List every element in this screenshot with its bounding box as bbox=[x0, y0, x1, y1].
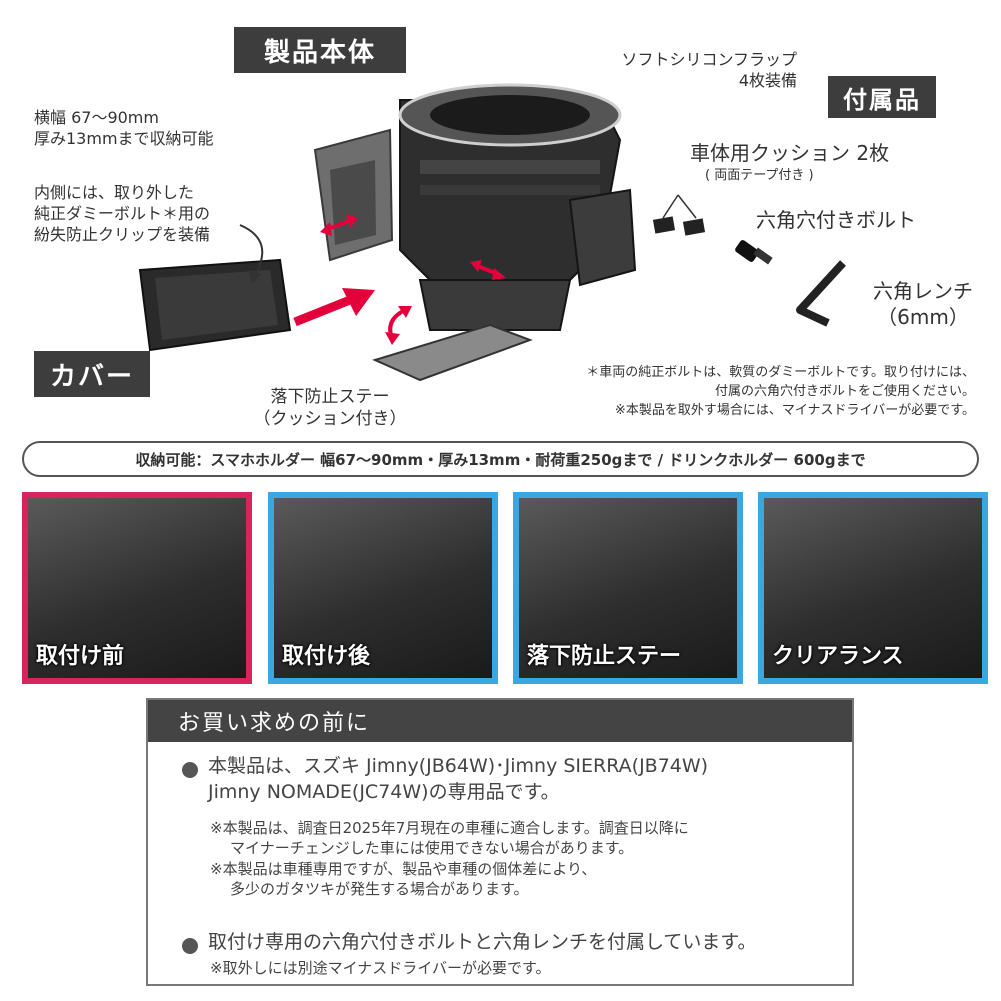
clip-note-line3: 紛失防止クリップを装備 bbox=[34, 224, 211, 244]
bolt-title: 六角穴付きボルト bbox=[756, 208, 916, 232]
photo-fall-stay: 落下防止ステー bbox=[513, 492, 743, 684]
photo-scene bbox=[28, 498, 246, 678]
notice-bullet1-line2: Jimny NOMADE(JC74W)の専用品です。 bbox=[208, 780, 560, 803]
stay-note-line2: （クッション付き） bbox=[253, 409, 407, 430]
notice-sub4: 多少のガタツキが発生する場合があります。 bbox=[230, 879, 529, 898]
notice-sub1: ※本製品は、調査日2025年7月現在の車種に適合します。調査日以降に bbox=[210, 819, 689, 837]
photo-after-install: 取付け後 bbox=[268, 492, 498, 684]
cover-label: カバー bbox=[34, 351, 150, 397]
stay-note-line1: 落下防止ステー bbox=[270, 387, 390, 407]
notice-sub3: ※本製品は車種専用ですが、製品や車種の個体差により、 bbox=[210, 859, 597, 878]
photo-caption: 取付け後 bbox=[282, 644, 371, 669]
product-illustration bbox=[313, 83, 637, 382]
wrench-title: 六角レンチ （6mm） bbox=[858, 278, 988, 330]
wrench-title-line1: 六角レンチ bbox=[873, 279, 973, 303]
photo-before-install: 取付け前 bbox=[22, 492, 252, 684]
hex-wrench-icon bbox=[796, 260, 846, 327]
product-body-label: 製品本体 bbox=[234, 27, 406, 73]
width-note-line1: 横幅 67〜90mm bbox=[34, 108, 159, 127]
footnote-line3: ※本製品を取外す場合には、マイナスドライバーが必要です。 bbox=[614, 402, 975, 418]
purchase-notice: お買い求めの前に 本製品は、スズキ Jimny(JB64W)･Jimny SIE… bbox=[146, 698, 854, 986]
clip-note-line2: 純正ダミーボルト＊用の bbox=[34, 203, 211, 223]
photo-scene bbox=[519, 498, 737, 678]
capacity-bar: 収納可能：スマホホルダー 幅67〜90mm・厚み13mm・耐荷重250gまで /… bbox=[22, 441, 979, 477]
clip-pointer-icon bbox=[239, 224, 264, 284]
photo-caption: 取付け前 bbox=[36, 644, 125, 669]
notice-bullet1-details: ※本製品は、調査日2025年7月現在の車種に適合します。調査日以降に マイナーチ… bbox=[210, 818, 689, 899]
flap-note-line1: ソフトシリコンフラップ bbox=[621, 50, 797, 69]
notice-bullet1: 本製品は、スズキ Jimny(JB64W)･Jimny SIERRA(JB74W… bbox=[208, 754, 708, 805]
notice-header: お買い求めの前に bbox=[148, 700, 852, 742]
flap-note-line2: 4枚装備 bbox=[738, 70, 797, 90]
notice-bullet2-detail: ※取外しには別途マイナスドライバーが必要です。 bbox=[210, 959, 551, 977]
notice-bullet2: 取付け専用の六角穴付きボルトと六角レンチを付属しています。 bbox=[208, 931, 757, 953]
photo-scene bbox=[764, 498, 982, 678]
photo-scene bbox=[274, 498, 492, 678]
bullet-icon bbox=[182, 762, 198, 778]
notice-sub2: マイナーチェンジした車には使用できない場合があります。 bbox=[230, 839, 634, 858]
insert-arrow-icon bbox=[293, 288, 375, 327]
accessories-label: 付属品 bbox=[828, 76, 936, 118]
cushion-title: 車体用クッション 2枚 bbox=[690, 141, 890, 165]
photo-clearance: クリアランス bbox=[758, 492, 988, 684]
wrench-title-line2: （6mm） bbox=[877, 305, 969, 329]
width-note: 横幅 67〜90mm 厚み13mmまで収納可能 bbox=[34, 108, 214, 150]
stay-note: 落下防止ステー （クッション付き） bbox=[240, 386, 420, 430]
photo-caption: 落下防止ステー bbox=[527, 644, 682, 669]
flap-note: ソフトシリコンフラップ 4枚装備 bbox=[585, 50, 797, 92]
width-note-line2: 厚み13mmまで収納可能 bbox=[34, 128, 214, 148]
clip-note-line1: 内側には、取り外した bbox=[34, 183, 195, 202]
notice-bullet1-line1: 本製品は、スズキ Jimny(JB64W)･Jimny SIERRA(JB74W… bbox=[208, 755, 709, 777]
cushion-icon bbox=[652, 194, 706, 236]
cushion-subtitle: ( 両面テープ付き ) bbox=[705, 168, 814, 183]
bullet-icon bbox=[182, 938, 198, 954]
footnote-line2: 付属の六角穴付きボルトをご使用ください。 bbox=[714, 383, 975, 399]
footnote: ＊車両の純正ボルトは、軟質のダミーボルトです。取り付けには、 付属の六角穴付きボ… bbox=[520, 364, 975, 421]
hex-bolt-icon bbox=[735, 240, 773, 265]
photo-caption: クリアランス bbox=[772, 644, 904, 669]
footnote-line1: ＊車両の純正ボルトは、軟質のダミーボルトです。取り付けには、 bbox=[586, 365, 975, 380]
clip-note: 内側には、取り外した 純正ダミーボルト＊用の 紛失防止クリップを装備 bbox=[34, 183, 210, 245]
